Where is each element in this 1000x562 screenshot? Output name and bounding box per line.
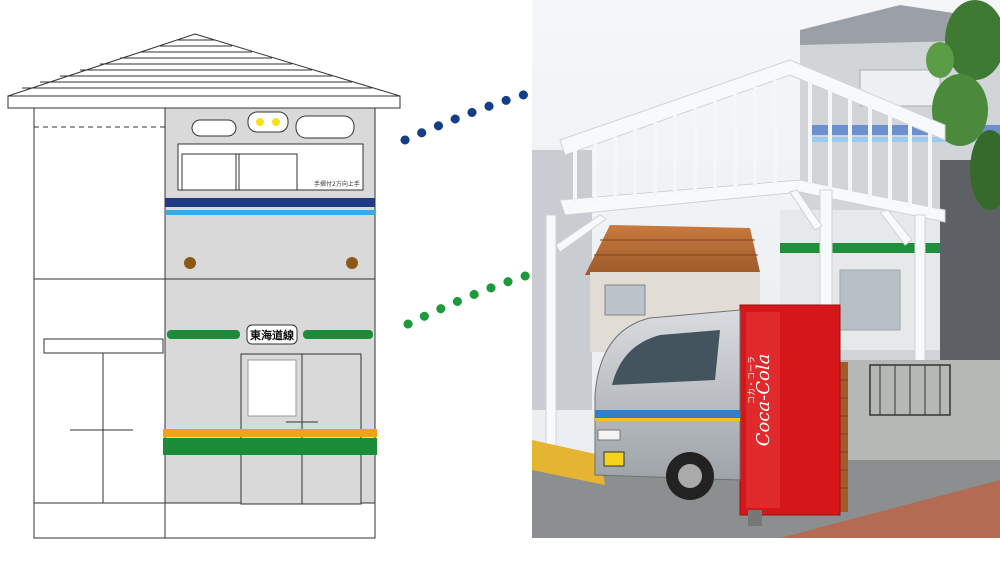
stripe-orange [163,429,377,437]
railing-pickets [573,79,932,210]
balcony-post-right [914,214,926,366]
house-drawing: 手摺付2方向上手 東海道線 [7,33,401,539]
upper-lamp-right [295,115,355,139]
stripe-light-blue [165,210,375,215]
green-band-left [167,330,240,339]
stripe-green [163,438,377,455]
vending-brand-text: Coca-Cola [753,354,774,447]
train-front-wall: 手摺付2方向上手 東海道線 [163,107,377,539]
line-sign-text: 東海道線 [250,328,294,342]
headlight-housing [247,111,289,133]
line-sign-plate [246,324,298,345]
tree-foliage [926,0,1000,210]
stripe-navy [165,198,375,207]
parked-van [594,309,741,500]
balcony-post-left [545,214,557,446]
neighbor-building [532,150,592,410]
vending-machine: Coca-Cola コカ・コーラ [739,304,841,526]
headlight-left [256,118,264,126]
door-window [247,359,297,417]
house-photo: Coca-Cola コカ・コーラ [532,0,1000,538]
roof [7,33,401,109]
headlight-right [272,118,280,126]
green-band-right [303,330,373,339]
vending-brand-katakana: コカ・コーラ [747,356,756,404]
marker-lamp-left [184,257,196,269]
van-license-plate [603,451,625,467]
destination-sign: 手摺付2方向上手 [314,180,360,188]
upper-lamp-left [191,119,237,137]
marker-lamp-right [346,257,358,269]
